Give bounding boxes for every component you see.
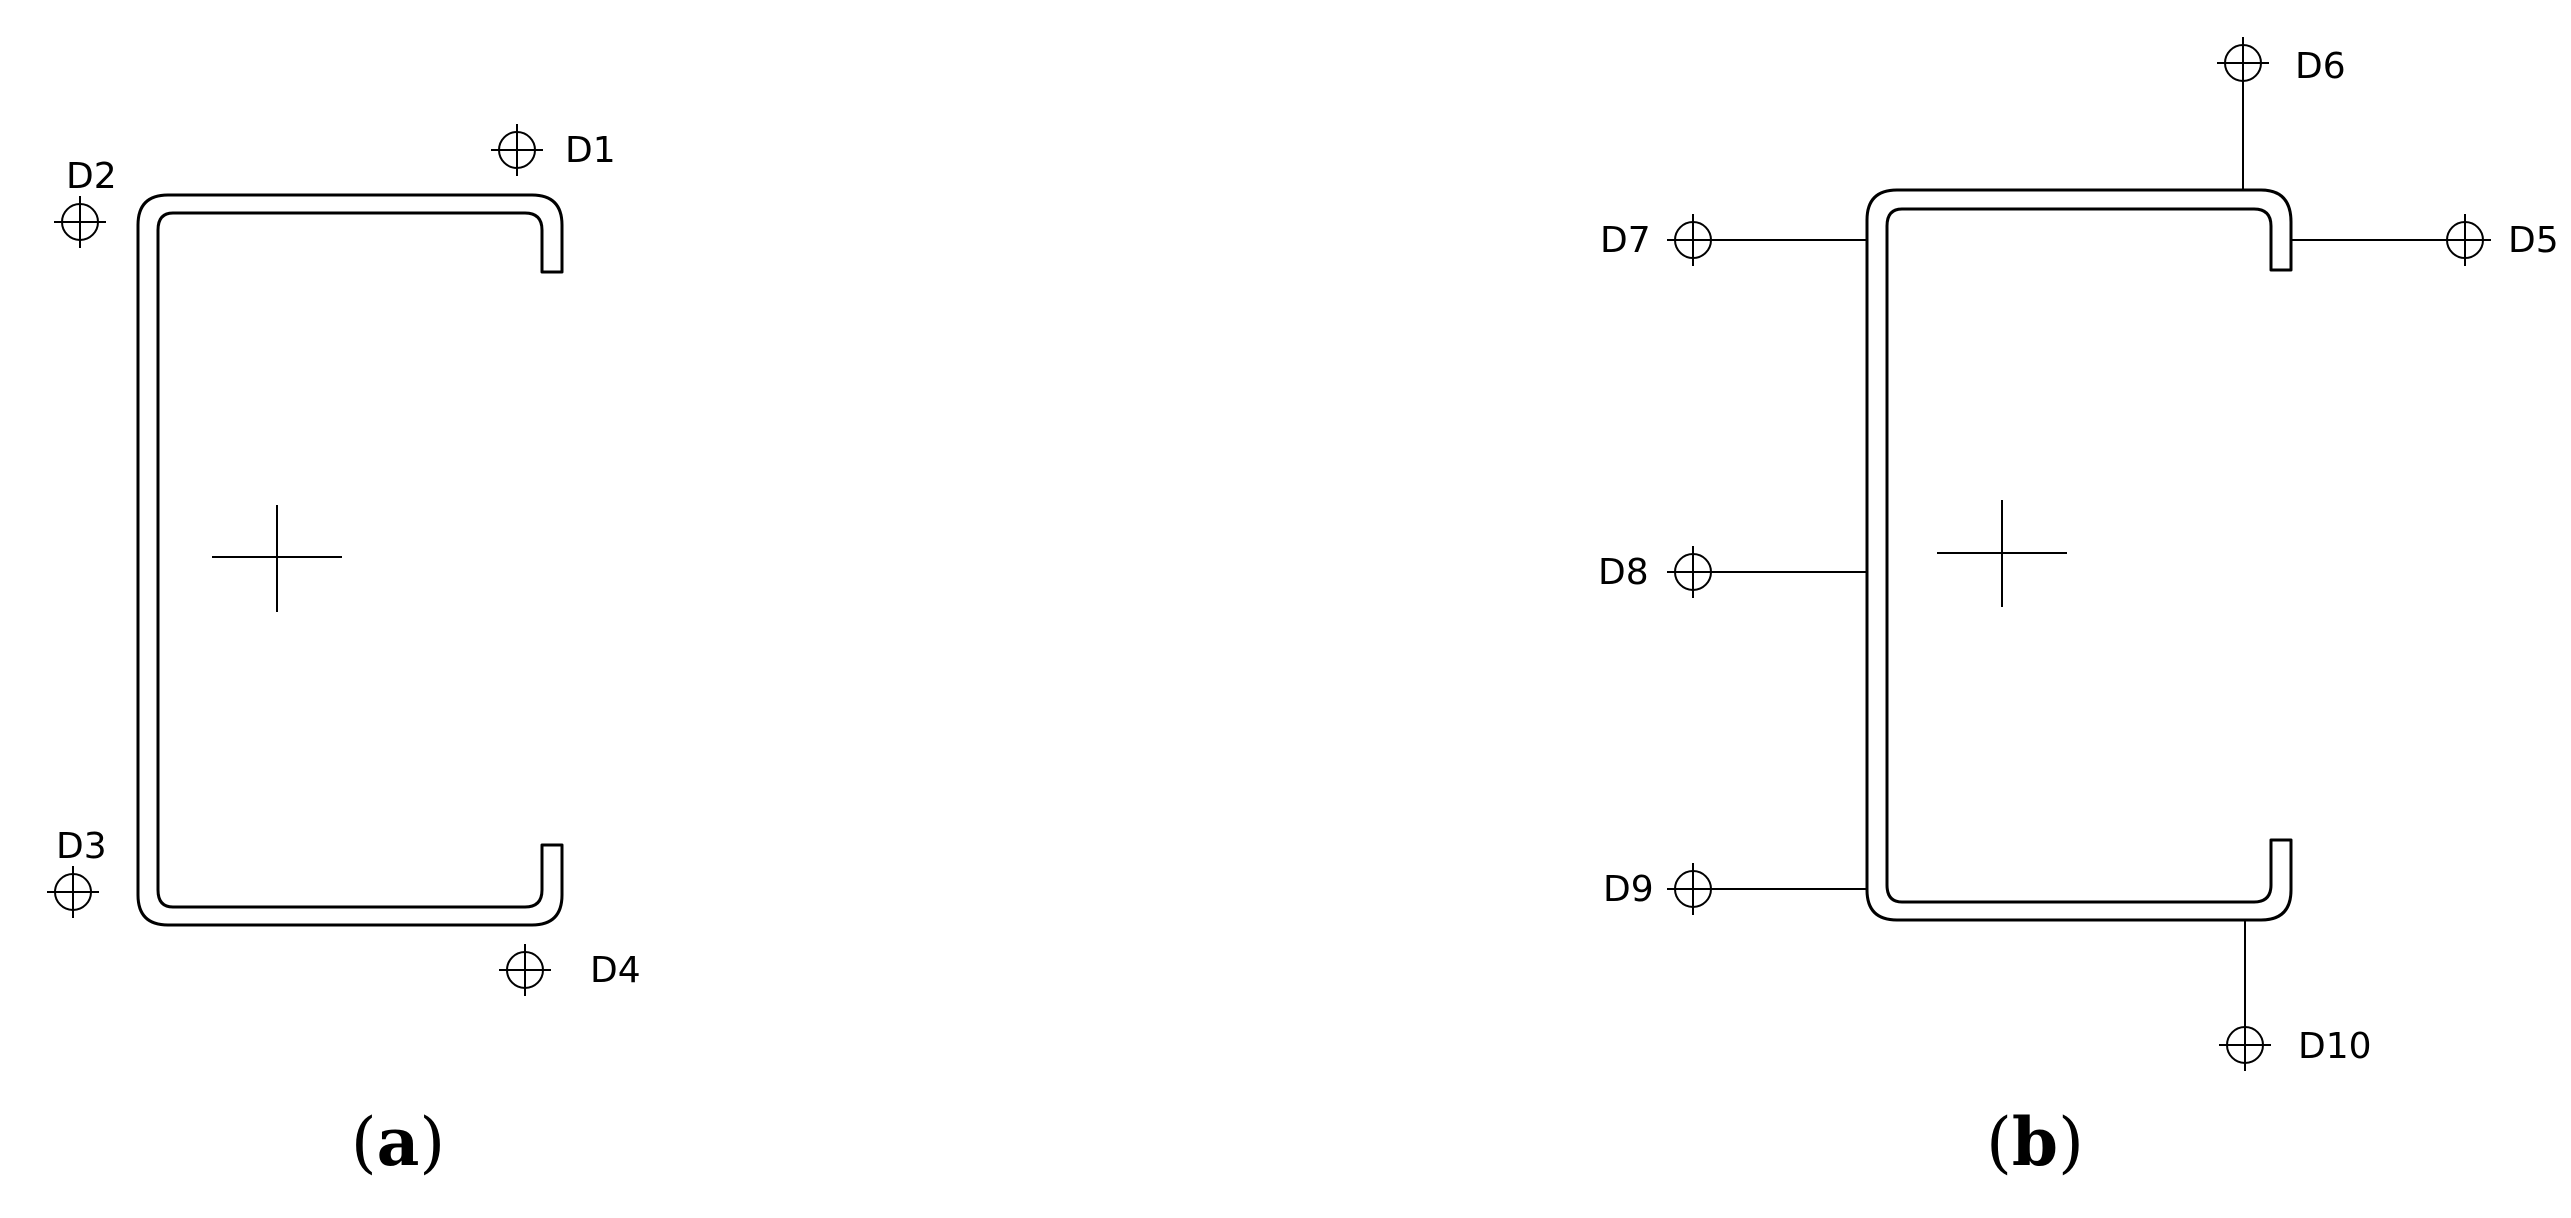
- marker-d2: D2: [54, 156, 117, 248]
- panel-b: D5 D6 D7: [1598, 37, 2559, 1181]
- marker-d3: D3: [47, 826, 107, 918]
- panel-b-caption: (b): [1986, 1103, 2084, 1181]
- panel-a: D1 D2 D3 D4: [47, 124, 641, 1181]
- marker-label: D9: [1603, 869, 1654, 910]
- crosshair-target-icon: [2219, 1019, 2271, 1071]
- crosshair-target-icon: [2439, 214, 2491, 266]
- centroid-cross-b: [1937, 500, 2067, 607]
- marker-label: D8: [1598, 552, 1649, 593]
- crosshair-target-icon: [2217, 37, 2269, 89]
- centroid-cross-a: [212, 505, 342, 612]
- marker-label: D1: [565, 130, 616, 171]
- marker-d10: D10: [2219, 920, 2372, 1071]
- marker-d9: D9: [1603, 863, 1867, 915]
- crosshair-target-icon: [1667, 863, 1719, 915]
- marker-label: D6: [2295, 46, 2346, 87]
- marker-d7: D7: [1600, 214, 1867, 266]
- marker-d6: D6: [2217, 37, 2346, 190]
- crosshair-target-icon: [499, 944, 551, 996]
- c-section-outline-a: [136, 193, 564, 927]
- marker-d5: D5: [2291, 214, 2559, 266]
- crosshair-target-icon: [54, 196, 106, 248]
- crosshair-target-icon: [1667, 214, 1719, 266]
- c-section-outline-b: [1865, 188, 2293, 922]
- marker-d1: D1: [491, 124, 616, 176]
- crosshair-target-icon: [1667, 546, 1719, 598]
- panel-a-caption: (a): [351, 1103, 445, 1181]
- marker-label: D7: [1600, 220, 1651, 261]
- crosshair-target-icon: [47, 866, 99, 918]
- marker-label: D2: [66, 156, 117, 197]
- marker-label: D10: [2298, 1026, 2372, 1067]
- marker-d8: D8: [1598, 546, 1867, 598]
- marker-d4: D4: [499, 944, 641, 996]
- marker-label: D5: [2508, 220, 2559, 261]
- marker-label: D3: [56, 826, 107, 867]
- marker-label: D4: [590, 950, 641, 991]
- crosshair-target-icon: [491, 124, 543, 176]
